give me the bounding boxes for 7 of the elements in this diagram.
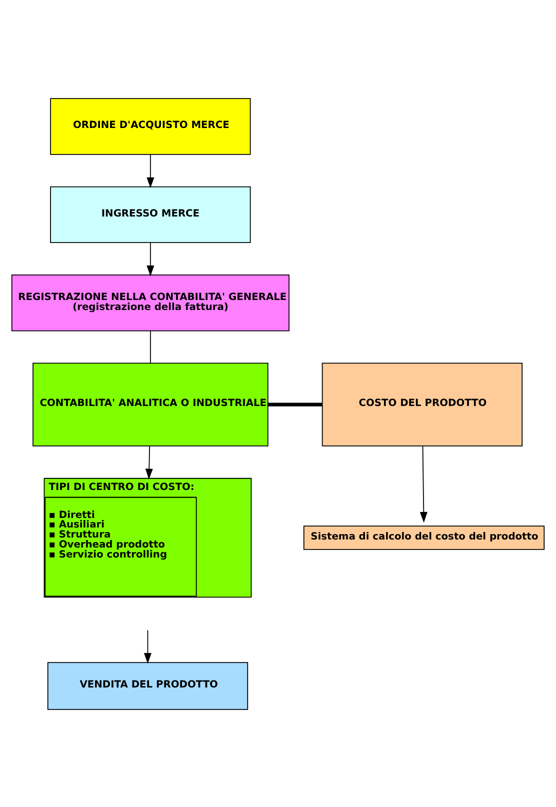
arrow bbox=[144, 629, 152, 664]
arrow bbox=[146, 242, 154, 276]
arrow bbox=[146, 154, 154, 188]
connector bbox=[150, 330, 151, 364]
connector bbox=[268, 402, 322, 406]
arrow bbox=[145, 445, 153, 480]
arrow bbox=[420, 445, 428, 522]
